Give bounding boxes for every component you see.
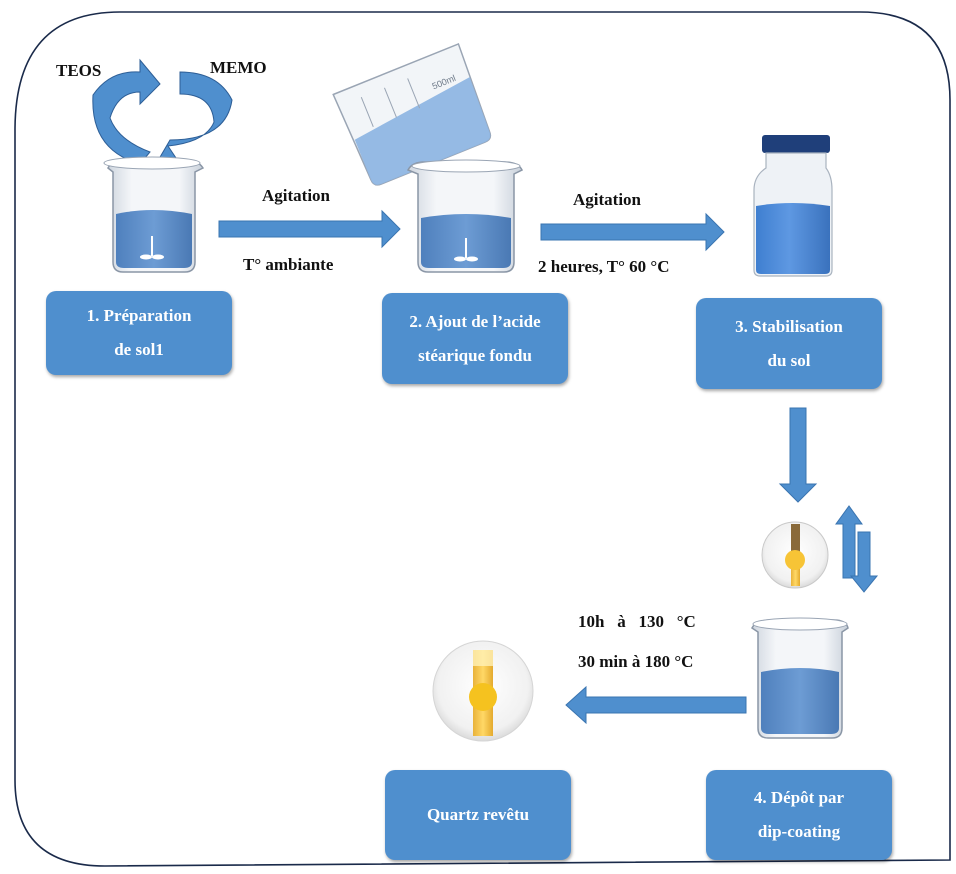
step-3-line-1: 3. Stabilisation [735, 316, 843, 336]
arrow-2 [540, 212, 725, 252]
rounded-frame [14, 11, 951, 867]
arrow-left [565, 685, 747, 725]
arrow-2-bottom-label: 2 heures, T° 60 °C [538, 257, 670, 276]
arrow-down-small [849, 531, 879, 593]
beaker-4 [751, 617, 849, 739]
step-2-line-2: stéarique fondu [418, 345, 532, 365]
step-3-box: 3. Stabilisation du sol [696, 298, 882, 389]
mixing-arrows-icon [92, 58, 233, 165]
arrow-1-top-label: Agitation [262, 186, 330, 205]
arrow-1 [218, 209, 401, 249]
arrow-2-top-label: Agitation [573, 190, 641, 209]
step-1-box: 1. Préparation de sol1 [46, 291, 232, 375]
step-4-box: 4. Dépôt par dip-coating [706, 770, 892, 860]
step-4-line-1: 4. Dépôt par [753, 788, 845, 807]
teos-label: TEOS [56, 61, 102, 80]
step-4-line-2: dip-coating [757, 822, 841, 841]
step-2-box: 2. Ajout de l’acide stéarique fondu [382, 293, 568, 384]
coated-quartz [432, 640, 534, 742]
pouring-beaker: 500ml [332, 42, 492, 186]
memo-label: MEMO [210, 58, 267, 77]
step-1-line-1: 1. Préparation [86, 306, 192, 325]
arrow-up [835, 505, 863, 579]
beaker-1 [103, 156, 205, 273]
arrow-down [778, 407, 818, 503]
sol-bottle [753, 135, 833, 277]
step-3-line-2: du sol [767, 350, 811, 370]
cure-line-2: 30 min à 180 °C [578, 652, 694, 671]
step-5-box: Quartz revêtu [385, 770, 571, 860]
step-5-line-1: Quartz revêtu [426, 805, 530, 824]
step-1-line-2: de sol1 [114, 340, 164, 359]
step-2-line-1: 2. Ajout de l’acide [409, 311, 541, 331]
arrow-1-bottom-label: T° ambiante [243, 255, 334, 274]
beaker-2 [406, 159, 524, 273]
dip-coating-zoom [761, 521, 829, 589]
cure-line-1: 10h à 130 °C [578, 612, 696, 631]
